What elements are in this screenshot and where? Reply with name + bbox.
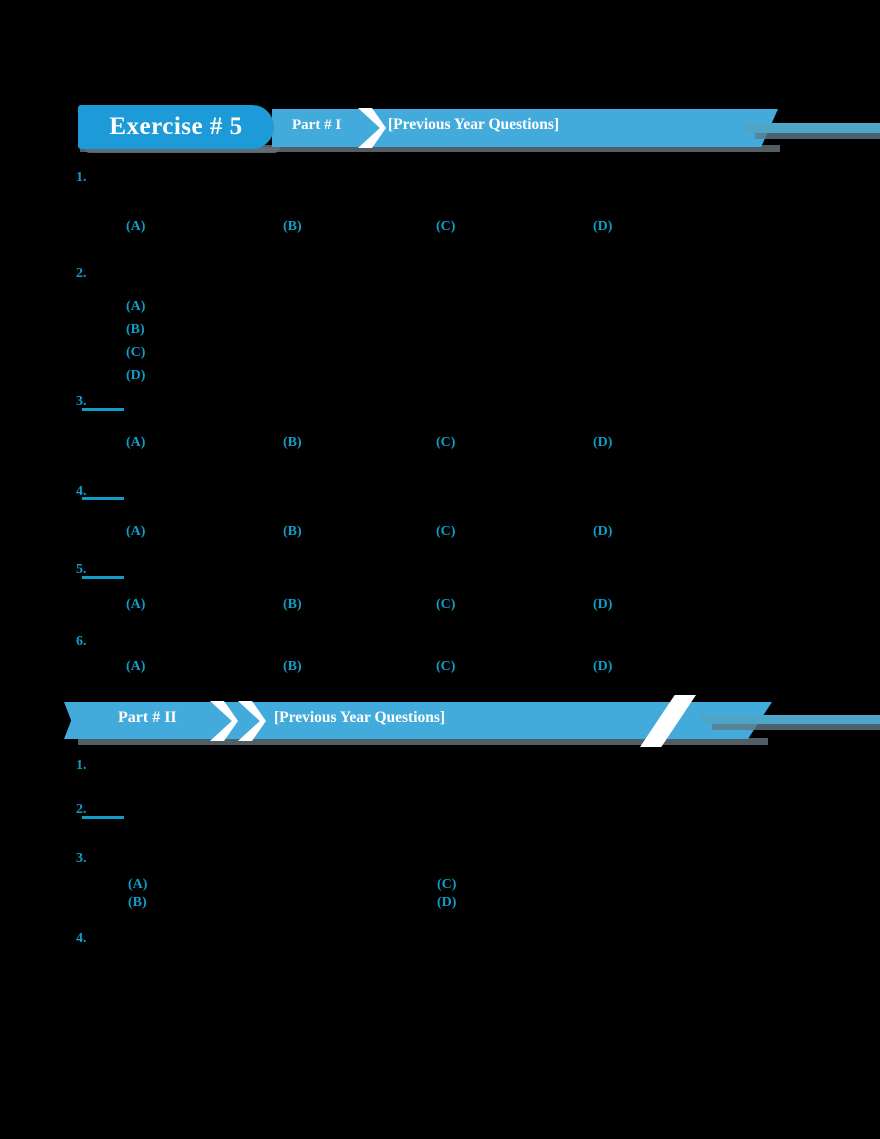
banner-body [272,109,746,147]
option-d: (D) [437,895,457,910]
option-d: (D) [593,524,613,539]
option-b: (B) [283,435,302,450]
part-two-subtitle: [Previous Year Questions] [274,709,446,726]
option-c: (C) [436,659,456,674]
fraction-rule [82,497,124,500]
option-c: (C) [436,524,456,539]
question-number: 3. [76,394,87,409]
fraction-rule [82,576,124,579]
part-two-header-banner: Part # II [Previous Year Questions] [0,695,880,747]
option-a: (A) [126,299,146,314]
banner-thin-rule-shadow [755,133,880,139]
banner-thin-rule-shadow [712,724,880,730]
question-number: 2. [76,266,87,281]
exercise-tab: Exercise # 5 [78,105,274,149]
question-number: 1. [76,758,87,773]
question-number: 1. [76,170,87,185]
option-b: (B) [283,597,302,612]
option-a: (A) [126,524,146,539]
banner-body [72,702,692,739]
option-b: (B) [283,659,302,674]
option-b: (B) [283,219,302,234]
part-one-subtitle: [Previous Year Questions] [388,116,560,133]
option-c: (C) [126,345,146,360]
page-title: Exercise # 5 [109,113,243,140]
part-one-label: Part # I [292,117,342,133]
option-a: (A) [126,219,146,234]
exercise-header-banner: Exercise # 5 Part # I [Previous Year Que… [0,105,880,153]
question-number: 5. [76,562,87,577]
banner-thin-rule [745,123,880,133]
exercise-tab-shadow [84,147,280,153]
option-d: (D) [126,368,146,383]
option-d: (D) [593,659,613,674]
option-d: (D) [593,219,613,234]
option-c: (C) [437,877,457,892]
option-c: (C) [436,597,456,612]
banner-shadow [80,145,780,152]
option-c: (C) [436,435,456,450]
question-number: 6. [76,634,87,649]
option-c: (C) [436,219,456,234]
option-b: (B) [283,524,302,539]
question-number: 2. [76,802,87,817]
option-a: (A) [126,597,146,612]
option-a: (A) [126,435,146,450]
question-number: 3. [76,851,87,866]
banner-thin-rule [700,715,880,724]
fraction-rule [82,816,124,819]
banner-shadow [78,738,768,745]
option-b: (B) [128,895,147,910]
question-number: 4. [76,484,87,499]
option-d: (D) [593,597,613,612]
question-number: 4. [76,931,87,946]
option-d: (D) [593,435,613,450]
option-a: (A) [128,877,148,892]
option-a: (A) [126,659,146,674]
fraction-rule [82,408,124,411]
option-b: (B) [126,322,145,337]
part-two-label: Part # II [118,709,177,726]
